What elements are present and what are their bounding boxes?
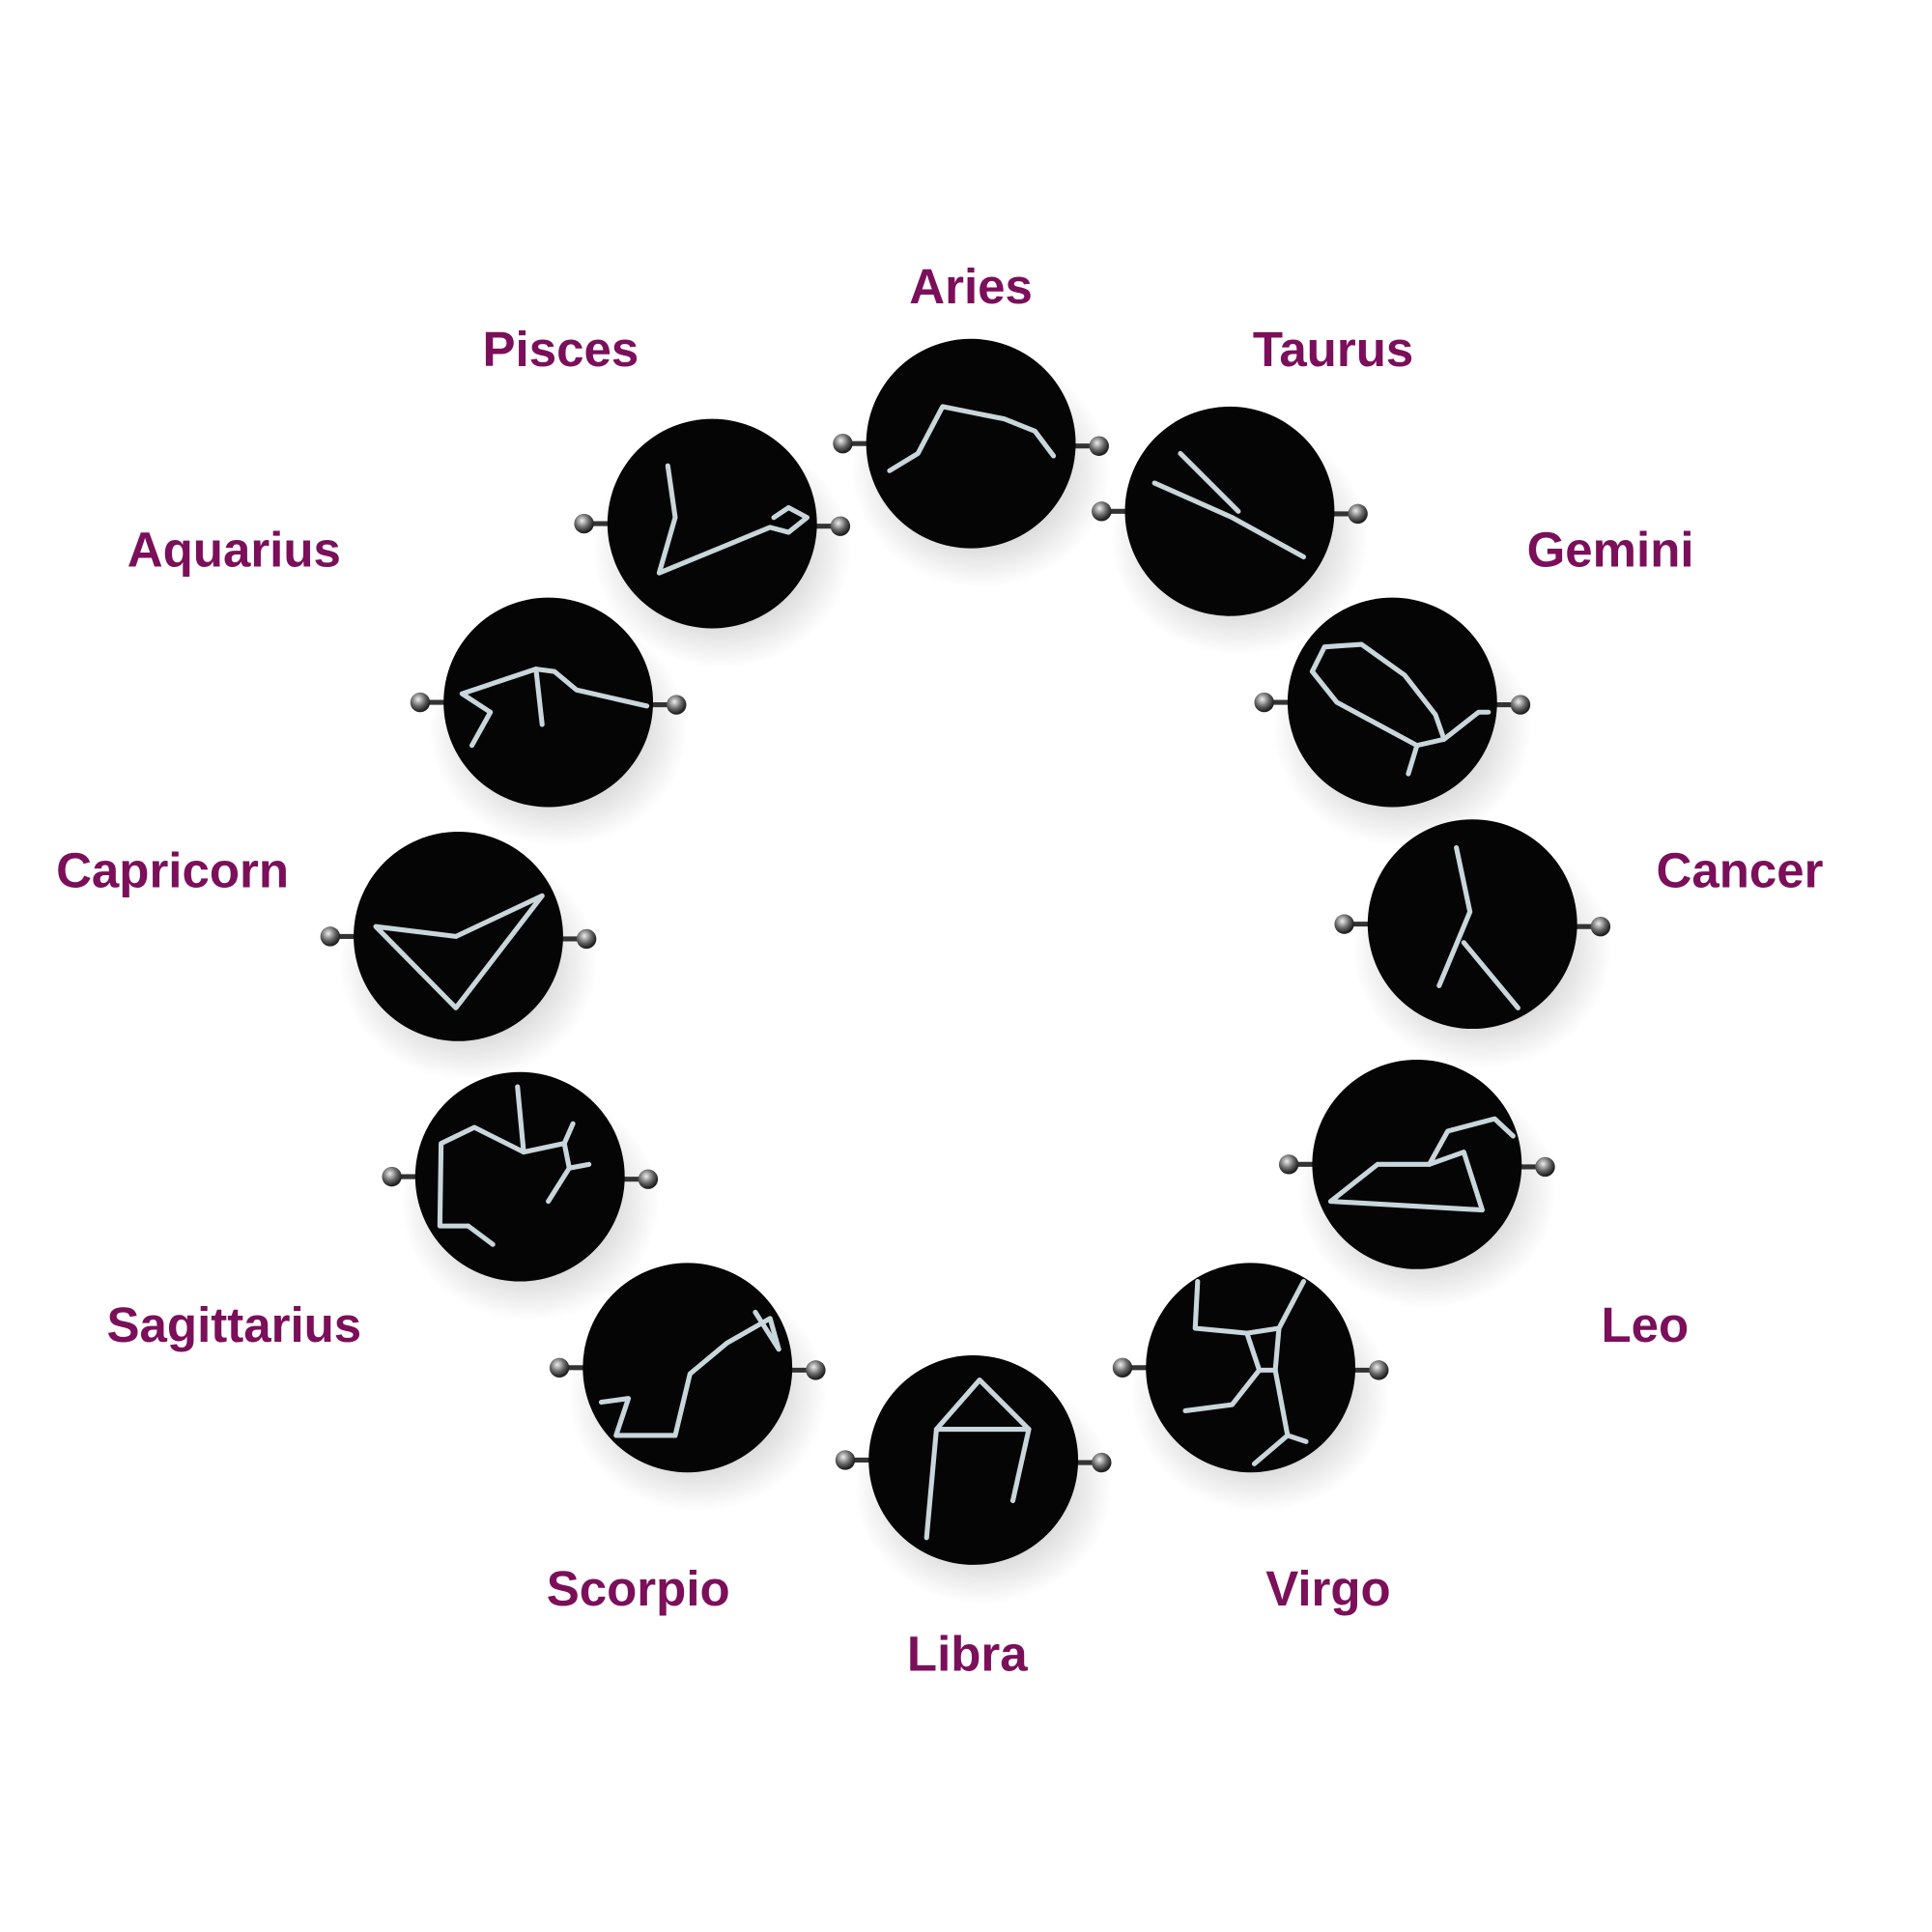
constellation-line bbox=[459, 667, 545, 749]
connector-bead-icon bbox=[1278, 1154, 1299, 1175]
label-virgo: Virgo bbox=[1265, 1561, 1390, 1616]
label-leo: Leo bbox=[1601, 1297, 1689, 1352]
label-sagittarius: Sagittarius bbox=[107, 1297, 362, 1352]
constellation-line bbox=[1178, 450, 1241, 514]
connector-bead-icon bbox=[382, 1166, 402, 1187]
charm-disc bbox=[1124, 406, 1335, 616]
charm-leo bbox=[1278, 1059, 1556, 1309]
charm-disc bbox=[443, 597, 654, 808]
label-pisces: Pisces bbox=[483, 322, 639, 377]
charm-scorpio bbox=[549, 1263, 827, 1513]
charm-gemini bbox=[1254, 597, 1532, 847]
label-capricorn: Capricorn bbox=[56, 842, 289, 897]
connector-bead-icon bbox=[1092, 1452, 1112, 1473]
charm-capricorn bbox=[320, 831, 598, 1081]
charm-sagittarius bbox=[382, 1071, 660, 1321]
constellation-line bbox=[1151, 480, 1307, 560]
label-scorpio: Scorpio bbox=[547, 1561, 730, 1616]
connector-bead-icon bbox=[1092, 501, 1112, 522]
connector-bead-icon bbox=[1089, 436, 1109, 456]
constellation-line bbox=[887, 404, 1057, 473]
constellation-line bbox=[923, 1378, 1032, 1541]
constellation-line bbox=[437, 1084, 526, 1229]
connector-bead-icon bbox=[1348, 503, 1368, 525]
connector-bead-icon bbox=[1334, 914, 1354, 934]
connector-bead-icon bbox=[1510, 695, 1531, 715]
constellation-line bbox=[533, 667, 650, 709]
charm-pisces bbox=[574, 418, 852, 668]
label-libra: Libra bbox=[907, 1627, 1028, 1682]
connector-bead-icon bbox=[1369, 1360, 1389, 1380]
connector-bead-icon bbox=[1590, 916, 1611, 937]
constellation-line bbox=[373, 893, 545, 1010]
connector-bead-icon bbox=[835, 1450, 856, 1470]
charm-cancer bbox=[1334, 819, 1612, 1068]
connector-bead-icon bbox=[1112, 1357, 1133, 1378]
connector-bead-icon bbox=[806, 1360, 826, 1380]
constellation-line bbox=[1285, 1433, 1309, 1444]
charm-libra bbox=[835, 1355, 1113, 1605]
charm-virgo bbox=[1112, 1263, 1390, 1513]
charm-aquarius bbox=[410, 597, 688, 847]
charm-disc bbox=[1287, 597, 1497, 808]
label-gemini: Gemini bbox=[1527, 523, 1694, 578]
connector-bead-icon bbox=[574, 513, 594, 534]
connector-bead-icon bbox=[638, 1169, 659, 1189]
charm-disc bbox=[607, 418, 817, 629]
charm-disc bbox=[868, 1355, 1079, 1565]
label-aquarius: Aquarius bbox=[128, 523, 341, 578]
connector-bead-icon bbox=[667, 695, 687, 715]
constellation-line bbox=[466, 1223, 496, 1247]
constellation-line bbox=[1436, 845, 1473, 988]
charm-aries bbox=[833, 338, 1111, 588]
charm-taurus bbox=[1092, 406, 1370, 656]
constellation-line bbox=[753, 1309, 781, 1352]
constellation-line bbox=[1309, 641, 1447, 749]
connector-bead-icon bbox=[1535, 1156, 1555, 1178]
connector-bead-icon bbox=[1254, 692, 1274, 713]
label-cancer: Cancer bbox=[1657, 842, 1824, 897]
connector-bead-icon bbox=[410, 692, 431, 713]
connector-bead-icon bbox=[576, 928, 597, 950]
constellation-line bbox=[1327, 1150, 1485, 1213]
connector-bead-icon bbox=[549, 1357, 570, 1378]
charm-disc bbox=[1146, 1263, 1356, 1473]
constellation-line bbox=[1327, 1116, 1516, 1205]
charm-disc bbox=[866, 338, 1076, 549]
connector-bead-icon bbox=[830, 516, 851, 536]
charm-disc bbox=[582, 1263, 793, 1473]
constellation-line bbox=[546, 1165, 572, 1205]
charm-disc bbox=[1367, 819, 1577, 1030]
connector-bead-icon bbox=[320, 926, 341, 947]
label-taurus: Taurus bbox=[1253, 322, 1413, 377]
connector-bead-icon bbox=[833, 433, 853, 454]
constellation-line bbox=[1461, 940, 1520, 1010]
label-aries: Aries bbox=[909, 259, 1033, 314]
constellation-line bbox=[1182, 1278, 1263, 1414]
constellation-line bbox=[656, 463, 810, 576]
